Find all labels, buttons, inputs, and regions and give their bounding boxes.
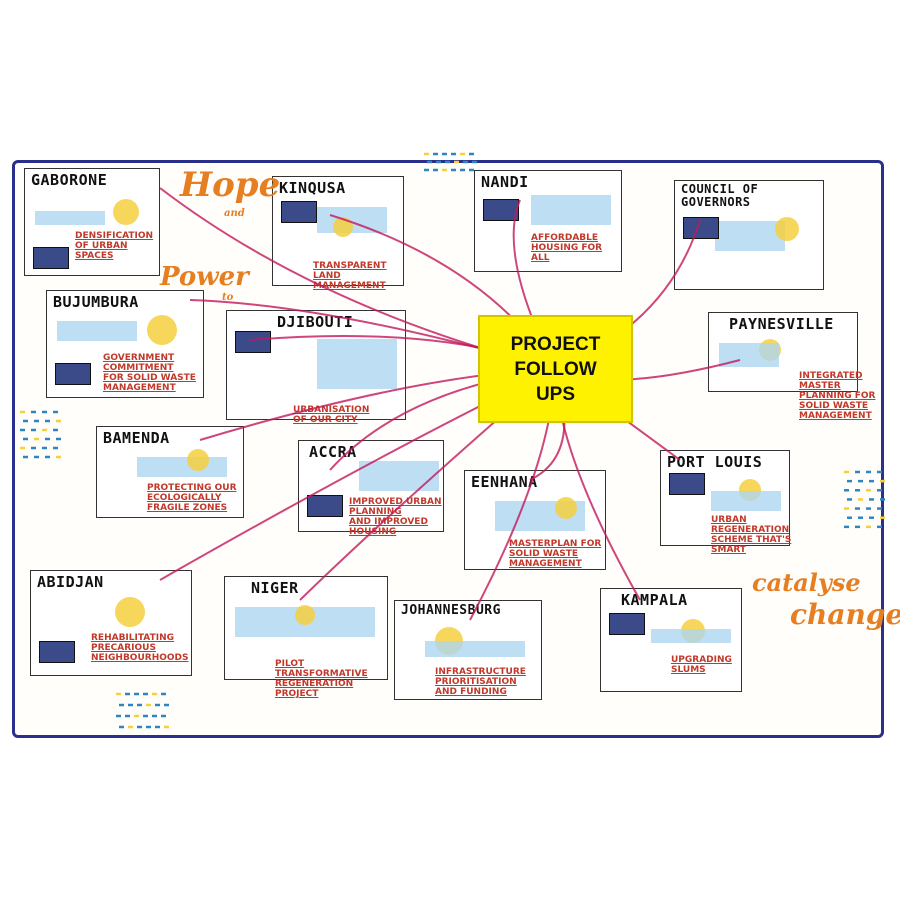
card-nandi: NANDI AFFORDABLE HOUSING FOR ALL [474,170,622,272]
card-caption: PILOT TRANSFORMATIVE REGENERATION PROJEC… [275,659,387,699]
card-caption: GOVERNMENT COMMITMENT FOR SOLID WASTE MA… [103,353,203,393]
card-title: PORT LOUIS [667,453,763,471]
caption-line-2: SLUMS [671,665,706,675]
card-kinqusa: KINQUSA TRANSPARENT LAND MANAGEMENT [272,176,404,291]
card-caption: INTEGRATED MASTER PLANNING FOR SOLID WAS… [799,371,877,421]
caption-line-1: UPGRADING [671,655,732,665]
caption-line-2: MANAGEMENT [509,559,582,569]
dash-cluster-bottom [116,692,169,729]
caption-line-2: FRAGILE ZONES [147,503,228,513]
card-caption: AFFORDABLE HOUSING FOR ALL [531,233,617,263]
card-title: ABIDJAN [37,573,104,591]
caption-line-1: IMPROVED URBAN PLANNING [349,497,442,517]
caption-line-1: AFFORDABLE [531,233,599,243]
card-title: BUJUMBURA [53,293,139,311]
caption-line-2: LAND MANAGEMENT [313,271,386,291]
caption-line-1: URBAN REGENERATION [711,515,790,535]
project-follow-ups-hub: PROJECT FOLLOW UPS [478,315,633,423]
to-word: to [222,292,234,303]
caption-line-1: GOVERNMENT COMMITMENT [103,353,175,373]
dash-cluster-top [424,152,477,172]
card-caption: URBANISATION OF OUR CITY [293,405,405,425]
card-caption: REHABILITATING PRECARIOUS NEIGHBOURHOODS [91,633,191,663]
card-niger: NIGER PILOT TRANSFORMATIVE REGENERATION … [224,576,388,699]
dash-cluster-right [844,470,885,529]
card-title: DJIBOUTI [277,313,354,331]
card-gaborone: GABORONE DENSIFICATION OF URBAN SPACES [24,168,160,276]
caption-line-1: DENSIFICATION [75,231,154,241]
dash-cluster-left [20,410,61,459]
card-accra: ACCRA IMPROVED URBAN PLANNING AND IMPROV… [298,440,444,537]
caption-line-1: TRANSPARENT [313,261,387,271]
caption-line-1: INFRASTRUCTURE PRIORITISATION [435,667,526,687]
card-abidjan: ABIDJAN REHABILITATING PRECARIOUS NEIGHB… [30,570,192,676]
hub-line-2: FOLLOW [514,358,597,380]
catalyse-word: catalyse [752,568,861,597]
caption-line-2: OF URBAN SPACES [75,241,128,261]
card-title: EENHANA [471,473,538,491]
card-title: JOHANNESBURG [401,603,501,618]
card-caption: IMPROVED URBAN PLANNING AND IMPROVED HOU… [349,497,443,537]
card-caption: INFRASTRUCTURE PRIORITISATION AND FUNDIN… [435,667,541,697]
caption-line-2: PLANNING FOR SOLID WASTE MANAGEMENT [799,391,876,421]
card-title: GABORONE [31,171,108,189]
card-port-louis: PORT LOUIS URBAN REGENERATION SCHEME THA… [660,450,791,555]
caption-line-2: SCHEME THAT'S SMART [711,535,792,555]
hope-word: Hope [180,165,281,205]
caption-line-2: FOR SOLID WASTE MANAGEMENT [103,373,196,393]
card-johannesburg: JOHANNESBURG INFRASTRUCTURE PRIORITISATI… [394,600,542,700]
card-title: KINQUSA [279,179,346,197]
card-title: PAYNESVILLE [729,315,834,333]
caption-line-2: HOUSING FOR ALL [531,243,603,263]
card-caption: MASTERPLAN FOR SOLID WASTE MANAGEMENT [509,539,605,569]
card-council-of-governors: COUNCIL OF GOVERNORS [674,180,824,290]
card-kampala: KAMPALA UPGRADING SLUMS [600,588,742,692]
caption-line-1: REHABILITATING PRECARIOUS [91,633,174,653]
card-caption: TRANSPARENT LAND MANAGEMENT [313,261,403,291]
card-bamenda: BAMENDA PROTECTING OUR ECOLOGICALLY FRAG… [96,426,244,518]
card-caption: PROTECTING OUR ECOLOGICALLY FRAGILE ZONE… [147,483,243,513]
caption-line-1: MASTERPLAN FOR SOLID WASTE [509,539,602,559]
power-word: Power [160,262,249,292]
card-paynesville: PAYNESVILLE INTEGRATED MASTER PLANNING F… [708,312,876,421]
change-word: change [790,598,900,631]
caption-line-2: AND FUNDING [435,687,507,697]
card-title: NANDI [481,173,529,191]
caption-line-2: NEIGHBOURHOODS [91,653,189,663]
hub-line-3: UPS [535,383,576,405]
caption-line-1: PILOT TRANSFORMATIVE [275,659,368,679]
card-caption: DENSIFICATION OF URBAN SPACES [75,231,159,261]
hub-line-1: PROJECT [510,333,601,355]
card-caption: URBAN REGENERATION SCHEME THAT'S SMART [711,515,811,555]
card-title: ACCRA [309,443,357,461]
card-eenhana: EENHANA MASTERPLAN FOR SOLID WASTE MANAG… [464,470,606,570]
caption-line-1: INTEGRATED MASTER [799,371,863,391]
card-title: COUNCIL OF GOVERNORS [681,182,759,209]
caption-line-1: URBANISATION [293,405,370,415]
caption-line-2: REGENERATION PROJECT [275,679,354,699]
caption-line-1: PROTECTING OUR ECOLOGICALLY [147,483,237,503]
caption-line-2: AND IMPROVED HOUSING [349,517,428,537]
caption-line-2: OF OUR CITY [293,415,358,425]
card-title: KAMPALA [621,591,688,609]
card-caption: UPGRADING SLUMS [671,655,741,675]
and-word: and [224,208,245,219]
card-djibouti: DJIBOUTI URBANISATION OF OUR CITY [226,310,406,425]
card-title: NIGER [251,579,299,597]
card-title: BAMENDA [103,429,170,447]
card-bujumbura: BUJUMBURA GOVERNMENT COMMITMENT FOR SOLI… [46,290,204,398]
